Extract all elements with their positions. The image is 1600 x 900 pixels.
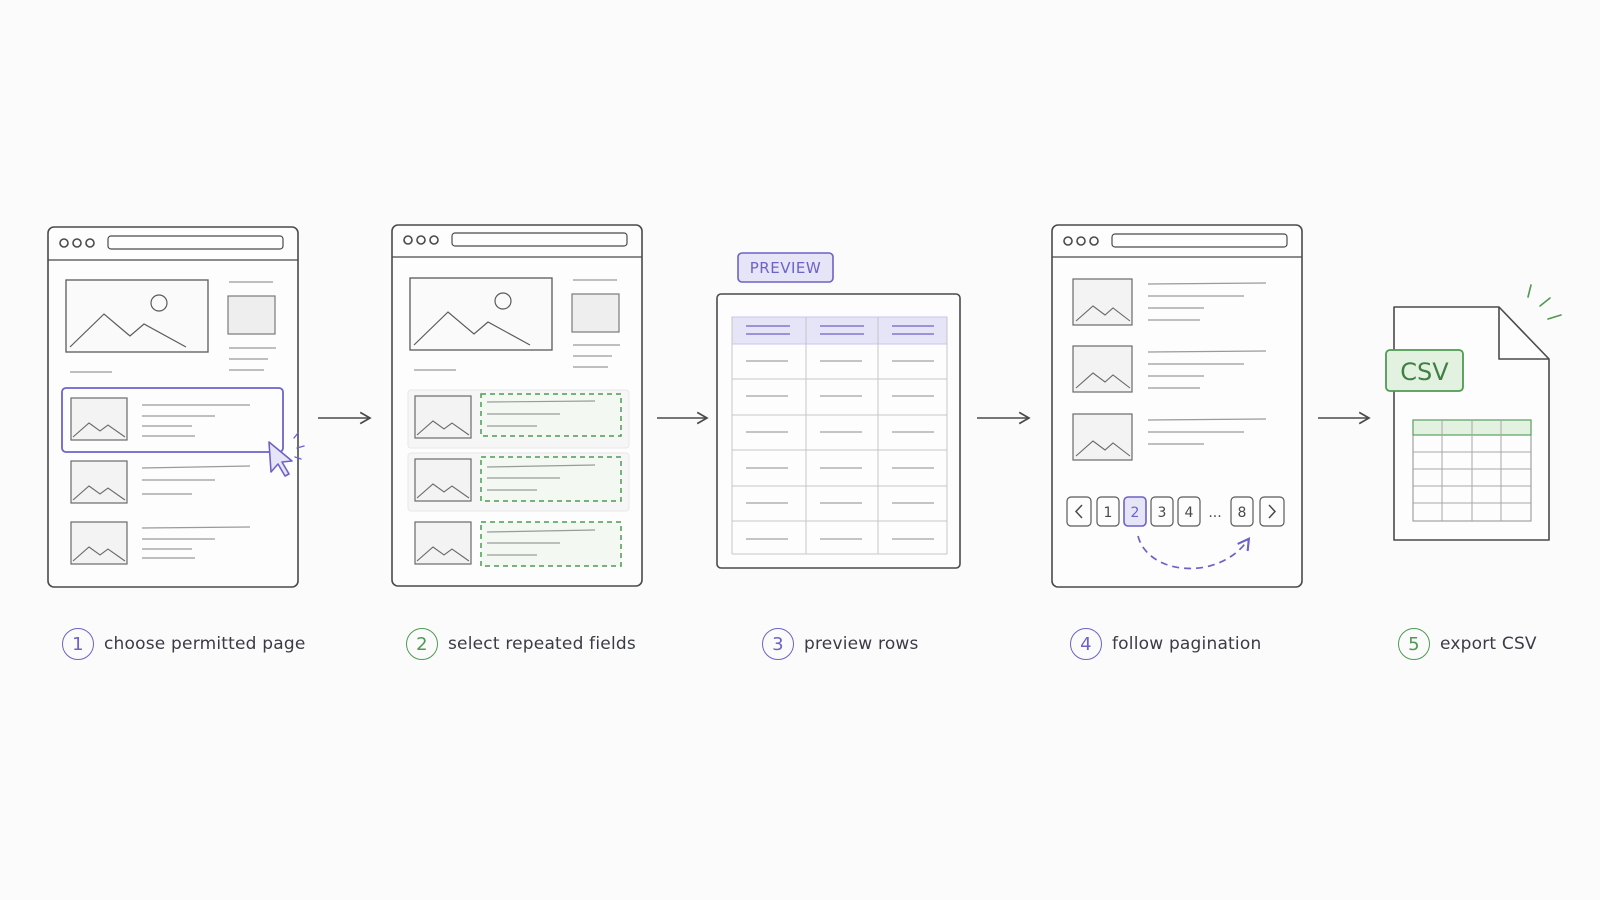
page-2-button-current[interactable]: 2 xyxy=(1123,496,1147,527)
mouse-cursor-icon xyxy=(268,432,305,477)
preview-tag: PREVIEW xyxy=(737,252,834,283)
step-5-number: 5 xyxy=(1398,628,1430,660)
page-3-label: 3 xyxy=(1158,505,1167,521)
step-4-label: follow pagination xyxy=(1112,634,1262,654)
hero-image-placeholder-icon xyxy=(409,277,553,351)
csv-tag: CSV xyxy=(1385,349,1464,392)
spreadsheet-icon xyxy=(1412,419,1532,522)
step-5-label: export CSV xyxy=(1440,634,1537,654)
result-item-3 xyxy=(1072,413,1267,461)
pagination[interactable]: 1 2 3 4 ... 8 xyxy=(1066,496,1285,527)
page-1-label: 1 xyxy=(1104,505,1113,521)
step-2-label: select repeated fields xyxy=(448,634,636,654)
preview-tag-text: PREVIEW xyxy=(750,259,821,277)
result-item-2 xyxy=(1072,345,1267,393)
page-next-button[interactable] xyxy=(1259,496,1285,527)
chevron-left-icon xyxy=(1074,504,1083,519)
list-item-2 xyxy=(70,460,251,504)
field-selection xyxy=(480,393,622,437)
panel-follow-pagination: 1 2 3 4 ... 8 xyxy=(1051,224,1303,588)
page-4-button[interactable]: 4 xyxy=(1177,496,1201,527)
list-item-1 xyxy=(70,397,250,441)
preview-table-header xyxy=(731,316,948,345)
field-selection xyxy=(480,521,622,567)
csv-tag-text: CSV xyxy=(1400,358,1449,386)
page-3-button[interactable]: 3 xyxy=(1150,496,1174,527)
page-8-button[interactable]: 8 xyxy=(1230,496,1254,527)
repeated-row-1 xyxy=(407,389,630,449)
preview-header-lines xyxy=(746,325,934,335)
sparkle-lines xyxy=(1527,284,1562,320)
panel-export-csv: CSV xyxy=(1385,284,1562,541)
field-selection xyxy=(480,456,622,502)
repeated-row-2 xyxy=(407,452,630,512)
step-4-number: 4 xyxy=(1070,628,1102,660)
step-4: 4 follow pagination xyxy=(1070,626,1261,662)
result-item-1 xyxy=(1072,278,1267,326)
hero-image-placeholder-icon xyxy=(65,279,209,353)
chevron-right-icon xyxy=(1268,504,1277,519)
page-prev-button[interactable] xyxy=(1066,496,1092,527)
page-ellipsis: ... xyxy=(1208,505,1221,521)
repeated-row-3 xyxy=(414,521,622,567)
step-2-number: 2 xyxy=(406,628,438,660)
step-3: 3 preview rows xyxy=(762,626,919,662)
step-1-label: choose permitted page xyxy=(104,634,306,654)
selected-list-item xyxy=(61,387,284,453)
preview-table-frame xyxy=(716,293,961,569)
list-item-3 xyxy=(70,521,251,565)
step-5: 5 export CSV xyxy=(1398,626,1537,662)
step-3-number: 3 xyxy=(762,628,794,660)
page-2-label: 2 xyxy=(1131,505,1140,521)
step-2: 2 select repeated fields xyxy=(406,626,636,662)
curved-arrow-icon xyxy=(1137,535,1251,570)
step-1: 1 choose permitted page xyxy=(62,626,306,662)
step-3-label: preview rows xyxy=(804,634,919,654)
preview-table-grid xyxy=(731,317,948,555)
preview-cell-lines xyxy=(746,360,934,540)
sidebar-thumbnail xyxy=(227,295,276,335)
page-1-button[interactable]: 1 xyxy=(1096,496,1120,527)
text-lines xyxy=(414,279,620,371)
page-4-label: 4 xyxy=(1185,505,1194,521)
panel-preview-rows: PREVIEW xyxy=(716,252,961,569)
text-lines xyxy=(70,281,276,373)
panel-choose-page xyxy=(47,226,305,588)
sidebar-thumbnail xyxy=(571,293,620,333)
step-1-number: 1 xyxy=(62,628,94,660)
page-8-label: 8 xyxy=(1238,505,1247,521)
panel-select-fields xyxy=(391,224,643,587)
